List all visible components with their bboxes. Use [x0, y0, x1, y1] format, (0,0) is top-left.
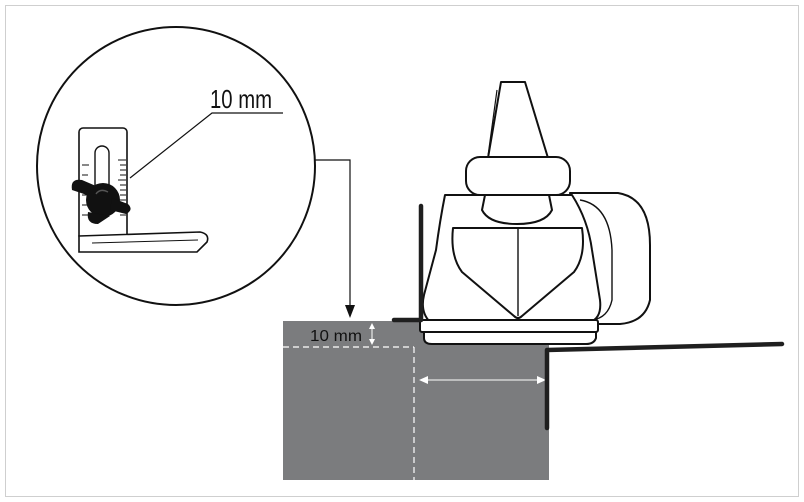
depth-stop-guide — [391, 203, 424, 323]
handle-grip — [465, 156, 571, 196]
callout-depth-label: 10 mm — [210, 84, 272, 114]
detail-callout: 10 mm — [36, 26, 316, 306]
width-arrow-left — [419, 376, 428, 384]
frame-border — [5, 5, 799, 497]
workpiece: 10 mm — [283, 321, 549, 480]
handle-top-line — [487, 89, 498, 157]
wing-nut-knob — [71, 179, 131, 224]
depth-arrow-down — [369, 339, 375, 345]
depth-gauge-foot-edge — [91, 239, 199, 244]
callout-label-leader — [129, 112, 283, 179]
base-shoe-lower — [423, 331, 597, 345]
guides — [391, 203, 785, 431]
workpiece-depth-label: 10 mm — [310, 328, 362, 345]
depth-arrow-up — [369, 323, 375, 329]
parallel-fence-guide — [544, 341, 785, 431]
base-shoe-upper — [419, 319, 599, 333]
planer — [419, 81, 651, 345]
motor-housing-contour — [579, 199, 613, 321]
width-arrow-right — [537, 376, 546, 384]
handle-neck — [481, 189, 553, 225]
callout-leader — [314, 159, 355, 318]
leader-arrowhead — [345, 305, 355, 318]
leader-line — [314, 159, 351, 308]
